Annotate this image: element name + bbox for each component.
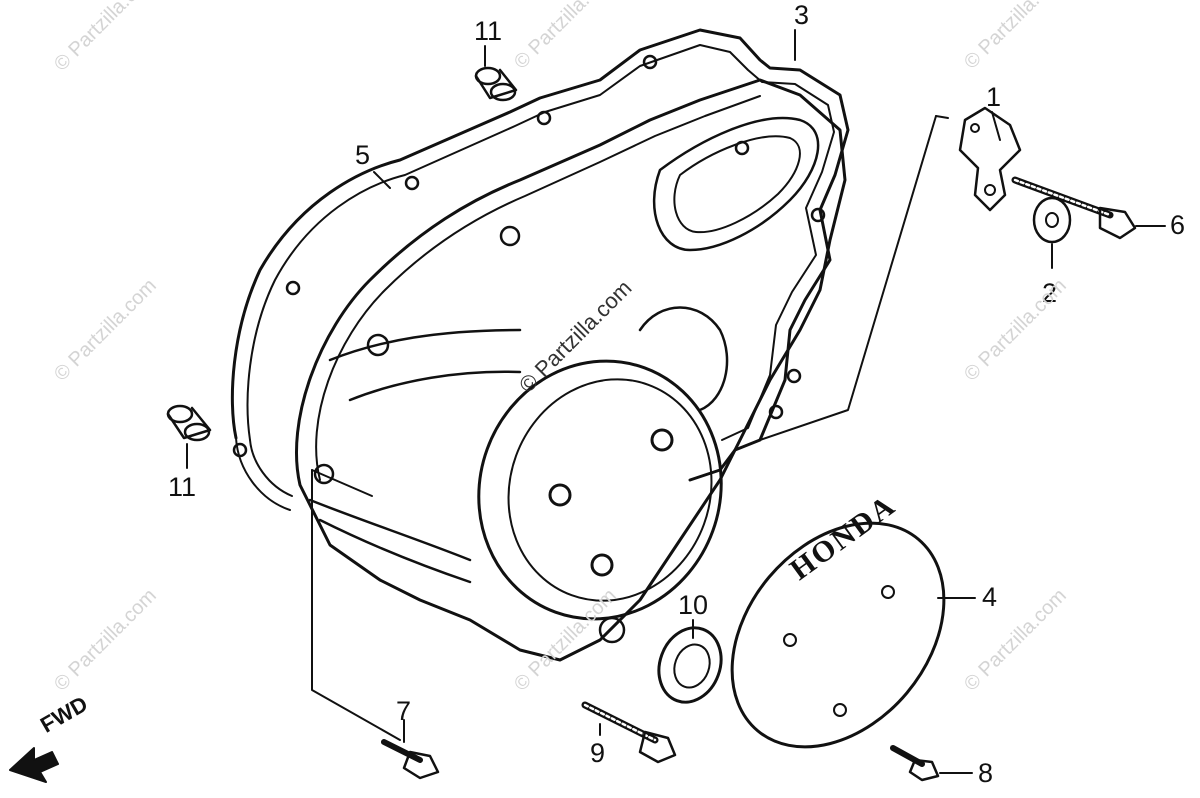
callout-7: 7 (396, 696, 412, 726)
cover-channel-inner (673, 135, 801, 234)
bracket-hole (984, 184, 996, 196)
emblem-hole-1 (881, 585, 895, 599)
bracket (958, 106, 1022, 212)
gasket-outline (230, 28, 850, 482)
cover-lug-3 (499, 225, 521, 247)
cover-dome (477, 359, 723, 621)
fwd-arrow-icon (9, 747, 59, 783)
cover-rib-2 (308, 498, 472, 584)
bolt-8 (890, 745, 925, 767)
gasket-holes (232, 54, 826, 458)
cover-rim (315, 95, 761, 481)
callout-2: 2 (1042, 278, 1058, 308)
callout-11-left: 11 (168, 472, 197, 502)
callout-4: 4 (982, 582, 998, 612)
callout-1: 1 (986, 82, 1002, 112)
dome-hole-3 (590, 553, 614, 577)
callout-3: 3 (794, 0, 810, 30)
dome-hole-1 (650, 428, 674, 452)
washer-2-hole (1045, 212, 1059, 228)
cover-lug-4 (598, 616, 626, 644)
cover-channel (652, 116, 820, 252)
oil-seal-inner (673, 643, 711, 689)
cover-lug-1 (366, 333, 390, 357)
bolt-6-thread (1013, 178, 1112, 217)
emblem-hole-2 (783, 633, 797, 647)
dowel-left (166, 404, 212, 442)
cover-rib-1 (328, 328, 522, 402)
callout-6: 6 (1170, 210, 1186, 240)
cover-body (295, 78, 847, 662)
dome-hole-2 (548, 483, 572, 507)
bracket-hole-top (970, 123, 980, 133)
cover-dome-inner (507, 378, 713, 602)
bolt-7 (381, 739, 423, 763)
bolt-6-head (1098, 206, 1137, 240)
bolt-9-head (638, 730, 677, 764)
callout-10: 10 (678, 590, 709, 620)
callout-11-top: 11 (474, 16, 503, 46)
cover-lug-2 (313, 463, 335, 485)
cover-boss (638, 306, 729, 412)
bolt-7-head (402, 750, 440, 780)
callout-8: 8 (978, 758, 994, 788)
bolt-8-head (908, 758, 940, 782)
leader-lines (186, 29, 1166, 774)
emblem-cover (730, 521, 946, 749)
emblem-hole-3 (833, 703, 847, 717)
callout-9: 9 (590, 738, 606, 768)
gasket-bottom (235, 437, 293, 511)
dowel-top (474, 66, 518, 102)
oil-seal (657, 626, 723, 704)
washer-2 (1032, 196, 1072, 244)
callout-5: 5 (355, 140, 371, 170)
